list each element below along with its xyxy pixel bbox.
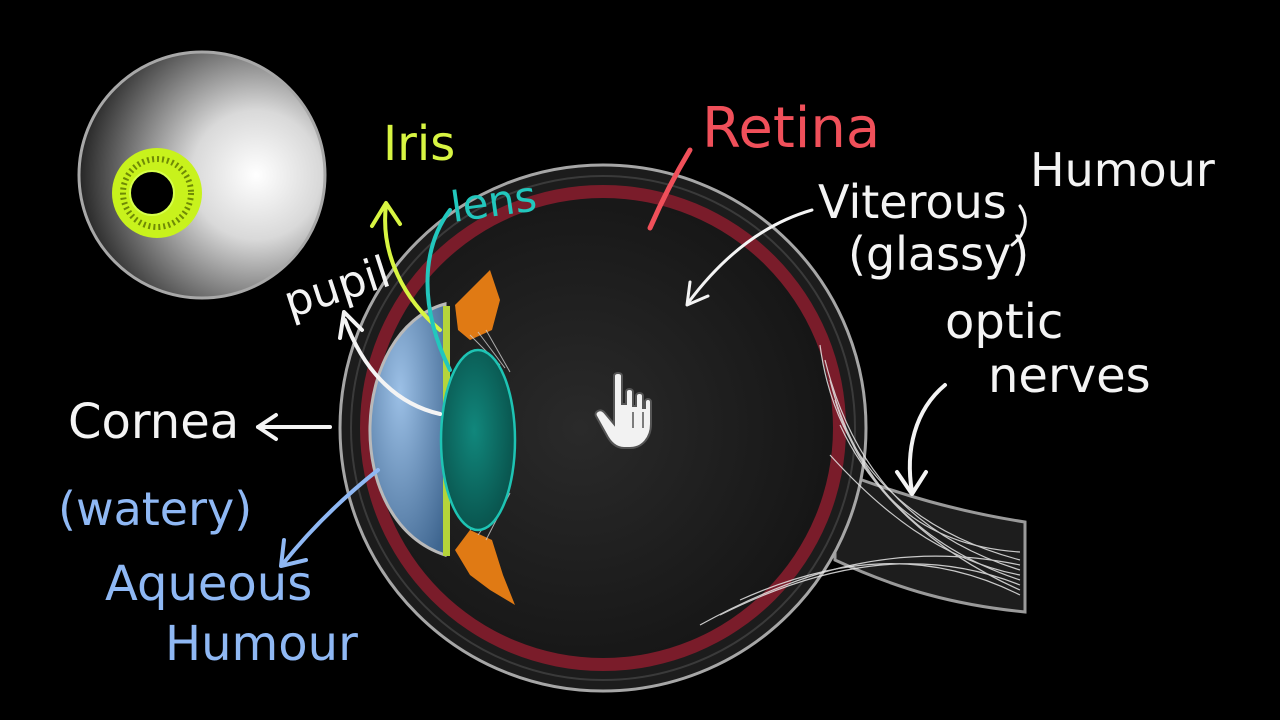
label-retina: Retina — [702, 96, 880, 161]
retina-pointer-line — [647, 147, 693, 231]
vitreous-arrowhead — [685, 280, 710, 307]
label-humour-top: Humour — [1030, 143, 1215, 197]
label-optic: optic — [945, 294, 1063, 350]
aqueous-arrow — [280, 468, 380, 567]
cornea-arrowhead — [256, 413, 278, 441]
optic-arrow — [907, 383, 947, 494]
front-eye-iris-texture — [120, 156, 194, 230]
optic-nerve-fibers — [699, 344, 1021, 626]
humour-bracket — [1010, 204, 1027, 247]
label-glassy: (glassy) — [848, 227, 1029, 281]
aqueous-arrowhead — [279, 538, 308, 568]
label-aqueous: Aqueous — [105, 556, 312, 612]
optic-arrowhead — [895, 470, 928, 496]
hand-pointer-icon — [594, 372, 652, 449]
front-eye-pupil — [129, 170, 175, 216]
pointer-arrows — [256, 147, 1027, 568]
cornea — [368, 302, 447, 558]
label-lens: lens — [448, 171, 540, 231]
label-humour-bottom: Humour — [165, 616, 358, 672]
pupil-arrow — [343, 318, 442, 416]
lens-pointer-line — [425, 208, 452, 372]
label-cornea: Cornea — [68, 394, 239, 450]
vitreous-arrow — [686, 208, 814, 305]
iris-arrow — [383, 203, 442, 332]
label-watery: (watery) — [58, 482, 252, 536]
label-nerves: nerves — [988, 348, 1151, 404]
front-eye-sclera — [77, 50, 327, 300]
sclera-inner-line — [350, 175, 856, 681]
front-eye-view — [77, 50, 327, 300]
ciliary-body-bottom — [455, 530, 515, 605]
label-viterous: Viterous — [818, 175, 1007, 229]
label-iris: Iris — [383, 116, 455, 172]
iris-arrowhead — [370, 201, 402, 228]
pupil-arrowhead — [338, 310, 364, 340]
ciliary-body-top — [455, 270, 500, 340]
lens — [439, 348, 517, 532]
